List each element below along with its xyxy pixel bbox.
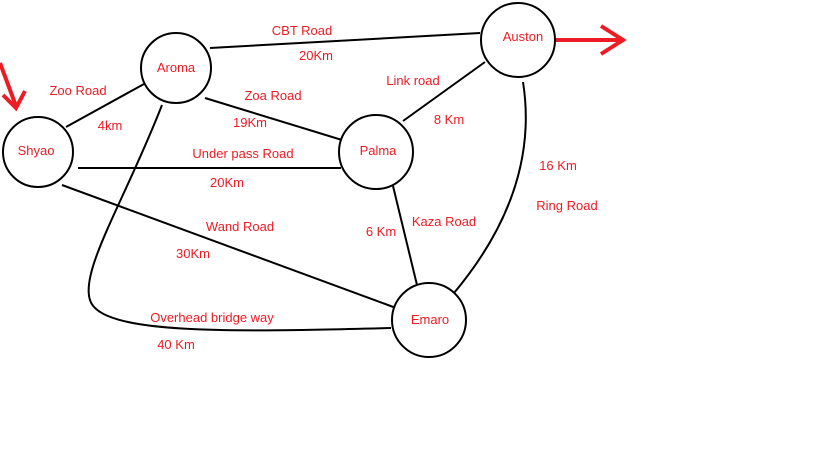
edge-aroma-palma [204,97,343,141]
node-emaro: Emaro [391,282,467,358]
edge-aroma-auston-name: CBT Road [272,23,332,38]
edge-shyao-emaro-name: Wand Road [206,219,274,234]
node-aroma: Aroma [140,32,212,104]
edge-auston-emaro [453,81,527,294]
edge-palma-emaro [392,185,418,286]
node-emaro-label: Emaro [411,312,449,327]
edge-shyao-emaro-distance: 30Km [176,246,210,261]
node-shyao: Shyao [2,116,74,188]
edge-palma-auston-name: Link road [386,73,439,88]
node-shyao-label: Shyao [18,143,55,158]
node-auston: Auston [480,2,556,78]
node-auston-label: Auston [503,29,543,44]
edge-aroma-auston-distance: 20Km [299,48,333,63]
edge-aroma-emaro-name: Overhead bridge way [150,310,274,325]
edge-shyao-aroma-name: Zoo Road [49,83,106,98]
edge-auston-emaro-distance: 16 Km [539,158,577,173]
edge-palma-emaro-name: Kaza Road [412,214,476,229]
edge-shyao-aroma [65,83,145,128]
edge-aroma-palma-name: Zoa Road [244,88,301,103]
node-palma: Palma [338,114,414,190]
edge-shyao-emaro [61,184,397,309]
edge-shyao-palma-name: Under pass Road [192,146,293,161]
edge-palma-auston [402,61,486,122]
edge-aroma-emaro [87,104,392,332]
edge-palma-auston-distance: 8 Km [434,112,464,127]
node-palma-label: Palma [360,143,398,158]
start-arrow-icon [0,62,27,112]
edge-shyao-aroma-distance: 4km [98,118,123,133]
edge-aroma-emaro-distance: 40 Km [157,337,195,352]
node-aroma-label: Aroma [157,60,196,75]
edge-auston-emaro-name: Ring Road [536,198,597,213]
edge-aroma-palma-distance: 19Km [233,115,267,130]
edge-palma-emaro-distance: 6 Km [366,224,396,239]
edge-aroma-auston [209,32,481,49]
end-arrow-icon [556,24,627,56]
edge-shyao-palma-distance: 20Km [210,175,244,190]
